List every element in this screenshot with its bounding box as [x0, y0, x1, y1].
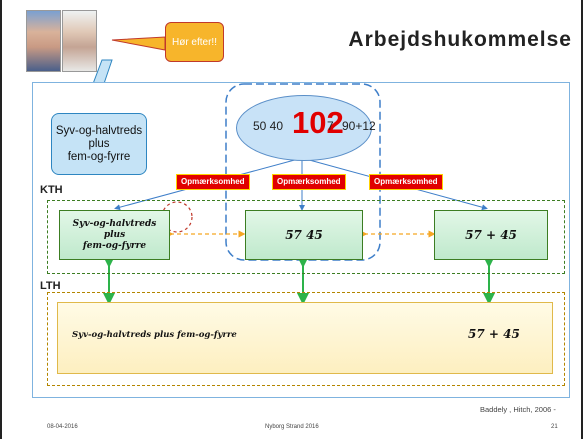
calculation-ellipse — [236, 95, 372, 161]
kth-verbal-line-3: fem-og-fyrre — [82, 240, 147, 251]
lth-numeric-text: 57 + 45 — [468, 327, 520, 341]
callout: Syv-og-halvtreds plus fem-og-fyrre — [51, 113, 147, 175]
footer-page-number: 21 — [551, 424, 558, 430]
calc-mid-value: 7 — [327, 119, 334, 133]
kth-numeric-box: 57 + 45 — [434, 210, 548, 260]
lth-label: LTH — [40, 280, 61, 292]
kth-middle-text: 57 45 — [285, 228, 323, 242]
speech-bubble-text: Hør efter!! — [171, 36, 217, 48]
kth-middle-box: 57 45 — [245, 210, 363, 260]
kth-verbal-box: Syv-og-halvtreds plus fem-og-fyrre — [59, 210, 170, 260]
kth-region — [47, 200, 565, 274]
photo-man-2 — [62, 10, 97, 72]
footer-citation: Baddely , Hitch, 2006 - — [480, 405, 556, 414]
callout-line-2: plus — [88, 137, 110, 150]
kth-verbal-line-2: plus — [103, 229, 126, 240]
footer-date: 08-04-2016 — [47, 424, 78, 430]
footer-venue: Nyborg Strand 2016 — [265, 424, 319, 430]
callout-line-1: Syv-og-halvtreds — [55, 124, 143, 137]
calc-left-value: 50 40 — [253, 119, 284, 133]
lth-verbal-text: Syv-og-halvtreds plus fem-og-fyrre — [72, 330, 237, 340]
attention-tag-3: Opmærksomhed — [369, 174, 443, 190]
slide-title: Arbejdshukommelse — [348, 28, 572, 51]
lth-box — [57, 302, 553, 374]
kth-verbal-line-1: Syv-og-halvtreds — [72, 218, 157, 229]
photo-man-1 — [26, 10, 61, 72]
calc-right-value: 90+12 — [342, 119, 376, 133]
kth-label: KTH — [40, 184, 63, 196]
calc-result: 102 — [292, 105, 344, 140]
attention-tag-1: Opmærksomhed — [176, 174, 250, 190]
kth-numeric-text: 57 + 45 — [465, 228, 517, 242]
attention-tag-2: Opmærksomhed — [272, 174, 346, 190]
callout-line-3: fem-og-fyrre — [67, 150, 131, 163]
lth-region — [47, 292, 565, 386]
